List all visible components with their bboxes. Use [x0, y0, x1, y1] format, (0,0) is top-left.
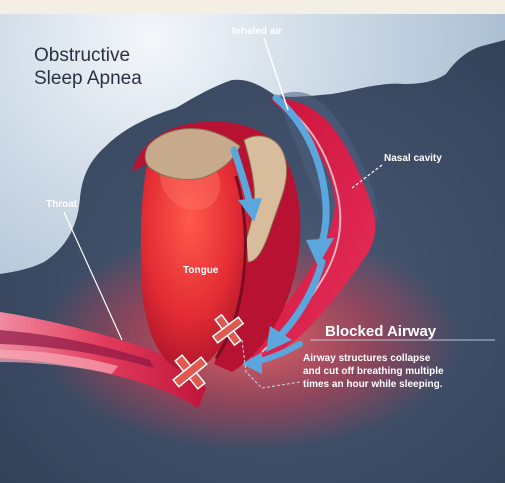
- blocked-airway-line-2: and cut off breathing multiple: [303, 366, 444, 379]
- top-strip: [0, 0, 505, 14]
- diagram-title-line-1: Obstructive: [34, 45, 130, 67]
- nasal-cavity-label: Nasal cavity: [384, 153, 442, 164]
- blocked-airway-heading: Blocked Airway: [325, 323, 436, 340]
- diagram-title-line-2: Sleep Apnea: [34, 68, 142, 90]
- tongue-label: Tongue: [183, 265, 218, 276]
- throat-label: Throat: [46, 199, 77, 210]
- blocked-airway-line-3: times an hour while sleeping.: [303, 379, 442, 392]
- inhaled-air-label: Inhaled air: [232, 26, 282, 37]
- blocked-airway-line-1: Airway structures collapse: [303, 353, 430, 366]
